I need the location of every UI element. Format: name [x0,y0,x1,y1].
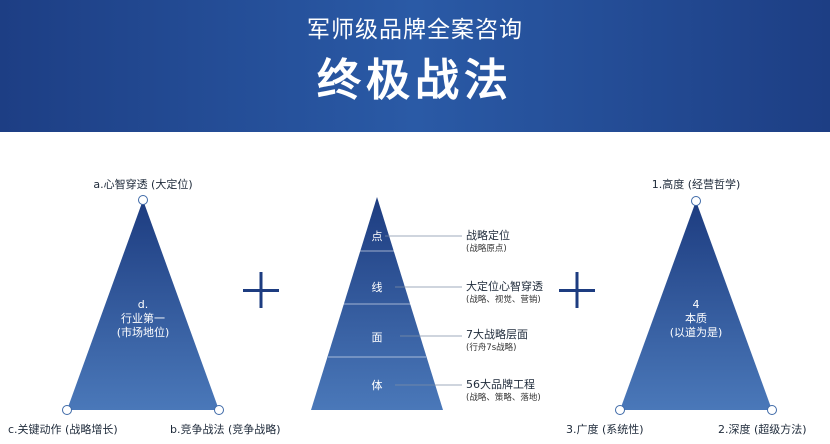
left-center-line-1: d. [138,298,148,311]
header-title: 终极战法 [317,55,513,106]
pyramid-layer-4-label: 56大品牌工程 [466,377,535,391]
header-subtitle: 军师级品牌全案咨询 [307,17,523,43]
center-pyramid-group: 点 线 面 体 战略定位 (战略原点) 大定位心智穿透 (战略、视觉、营销) 7… [311,197,543,410]
right-center-line-3: (以道为是) [670,325,723,339]
right-center-line-2: 本质 [685,311,707,325]
plus-sign-right [559,272,595,308]
left-bottom-left-node [62,405,72,415]
plus-right-vertical [575,272,579,308]
pyramid-layer-4-name: 体 [372,378,383,392]
left-bottom-right-label: b.竞争战法 (竞争战略) [170,422,281,436]
pyramid-layer-3-label: 7大战略层面 [466,327,528,341]
left-top-label: a.心智穿透 (大定位) [93,177,192,191]
right-bottom-left-node [615,405,625,415]
right-bottom-right-node [767,405,777,415]
pyramid-layer-1-sublabel: (战略原点) [466,243,507,254]
left-bottom-left-label: c.关键动作 (战略增长) [8,422,118,436]
left-triangle [67,200,219,410]
right-center-line-1: 4 [693,298,700,311]
left-top-node [138,195,148,205]
plus-sign-left [243,272,279,308]
pyramid-layer-3-name: 面 [372,331,383,344]
left-center-line-3: (市场地位) [117,325,170,339]
pyramid-layer-1-label: 战略定位 [466,228,510,242]
pyramid-layer-2-name: 线 [372,280,383,294]
left-center-line-2: 行业第一 [121,311,165,325]
pyramid-layer-1-name: 点 [372,230,383,243]
pyramid-layer-3-sublabel: (行舟7s战略) [466,342,516,353]
header-banner: 军师级品牌全案咨询 终极战法 [0,0,830,132]
right-bottom-left-label: 3.广度 (系统性) [566,422,644,436]
right-top-label: 1.高度 (经营哲学) [652,177,741,191]
right-triangle [620,201,772,410]
pyramid-layer-4-sublabel: (战略、策略、落地) [466,392,541,403]
right-triangle-group: 1.高度 (经营哲学) 3.广度 (系统性) 2.深度 (超级方法) 4 本质 … [566,177,807,436]
pyramid-layer-2-label: 大定位心智穿透 [466,279,543,293]
right-top-node [691,196,701,206]
plus-left-vertical [259,272,263,308]
left-bottom-right-node [214,405,224,415]
pyramid-layer-2-sublabel: (战略、视觉、营销) [466,294,541,305]
right-bottom-right-label: 2.深度 (超级方法) [718,422,807,436]
left-triangle-group: a.心智穿透 (大定位) c.关键动作 (战略增长) b.竞争战法 (竞争战略)… [8,177,281,436]
